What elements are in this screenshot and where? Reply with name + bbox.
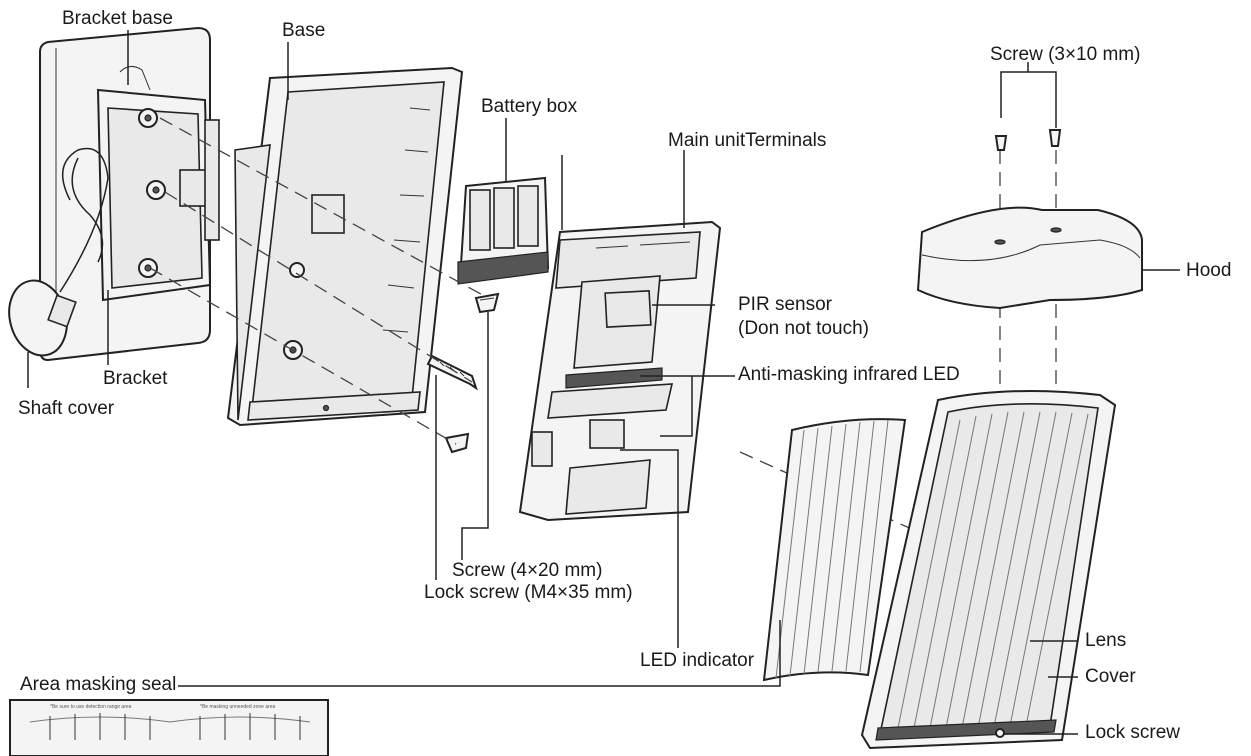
label-area-masking-seal: Area masking seal bbox=[20, 674, 177, 695]
assembly-axis-3 bbox=[149, 267, 457, 445]
battery-box-part bbox=[457, 176, 550, 285]
base-part bbox=[226, 66, 464, 427]
seal-caption-right: *Be masking unneeded zone area bbox=[200, 704, 276, 710]
label-battery-box: Battery box bbox=[481, 96, 578, 117]
seal-caption-left: *Be sure to use detection range area bbox=[50, 704, 132, 710]
label-bracket: Bracket bbox=[103, 368, 168, 389]
leader-area-masking-seal bbox=[178, 620, 781, 687]
label-pir-sensor-note: (Don not touch) bbox=[738, 318, 869, 339]
screw-lower-part bbox=[444, 432, 470, 454]
assembly-axis-2 bbox=[164, 191, 473, 383]
label-anti-masking-led: Anti-masking infrared LED bbox=[738, 364, 960, 385]
screw-3x10-part bbox=[994, 129, 1062, 151]
hood-part bbox=[916, 206, 1143, 310]
area-masking-seal-part bbox=[9, 699, 329, 756]
lock-screw-m4x35-part bbox=[426, 354, 478, 391]
assembly-axis-1 bbox=[159, 117, 489, 299]
label-lock-screw: Lock screw bbox=[1085, 722, 1181, 743]
label-base: Base bbox=[282, 20, 326, 41]
leader-anti-masking-led bbox=[640, 375, 735, 437]
lens-part bbox=[762, 418, 907, 682]
cover-part bbox=[860, 390, 1117, 750]
main-unit-part bbox=[518, 220, 722, 522]
label-led-indicator: LED indicator bbox=[640, 650, 755, 671]
label-hood: Hood bbox=[1186, 260, 1232, 281]
label-main-unit-terminals: Main unitTerminals bbox=[668, 130, 827, 151]
label-shaft-cover: Shaft cover bbox=[18, 398, 115, 419]
label-screw-4x20: Screw (4×20 mm) bbox=[452, 560, 603, 581]
label-screw-3x10: Screw (3×10 mm) bbox=[990, 44, 1141, 65]
label-bracket-base: Bracket base bbox=[62, 8, 173, 29]
bracket-part bbox=[96, 66, 220, 302]
label-lock-screw-m4x35: Lock screw (M4×35 mm) bbox=[424, 582, 633, 603]
screw-4x20-part bbox=[474, 292, 500, 314]
label-lens: Lens bbox=[1085, 630, 1127, 651]
leader-led-indicator bbox=[620, 449, 679, 648]
label-pir-sensor: PIR sensor bbox=[738, 294, 832, 315]
shaft-cover-part bbox=[8, 147, 109, 357]
label-cover: Cover bbox=[1085, 666, 1136, 687]
leader-screw-3x10 bbox=[1000, 62, 1057, 128]
leader-screw-4x20 bbox=[461, 312, 489, 560]
